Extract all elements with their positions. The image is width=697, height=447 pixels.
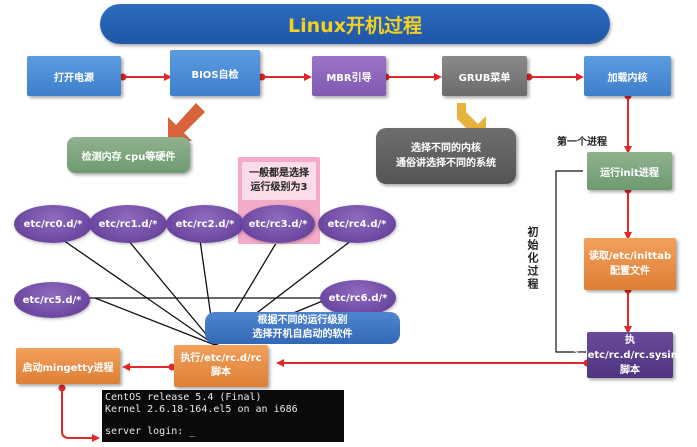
step-rc-sysinit: 执行/etc/rc.d/rc.sysinit脚本 xyxy=(574,332,686,378)
usual-runlevel-line-2: 运行级别为3 xyxy=(250,182,308,193)
usual-runlevel-note: 一般都是选择运行级别为3 xyxy=(242,162,316,200)
step-connectors xyxy=(61,73,632,442)
runlevel-desc-line-2: 选择开机自启动的软件 xyxy=(252,329,353,340)
runlevel-bubble-rc4: etc/rc4.d/* xyxy=(318,205,396,243)
runlevel-bubble-rc5: etc/rc5.d/* xyxy=(14,282,90,318)
init-process-bracket xyxy=(555,170,587,353)
runlevel-bubble-rc1: etc/rc1.d/* xyxy=(89,205,167,243)
runlevel-bubble-rc0: etc/rc0.d/* xyxy=(14,205,92,243)
bios-detail-note: 检测内存 cpu等硬件 xyxy=(67,137,190,173)
terminal-login-prompt: server login: _ xyxy=(105,426,196,437)
step-power-on: 打开电源 xyxy=(27,56,121,96)
step-kernel: 加载内核 xyxy=(584,56,671,96)
login-terminal: CentOS release 5.4 (Final) Kernel 2.6.18… xyxy=(102,390,344,442)
runlevel-bubble-rc3: etc/rc3.d/* xyxy=(241,205,315,243)
terminal-line-2: Kernel 2.6.18-164.el5 on an i686 xyxy=(105,404,298,415)
init-process-label: 初始化过程 xyxy=(526,226,539,291)
grub-detail-note: 选择不同的内核 通俗讲选择不同的系统 xyxy=(376,128,516,184)
arrow-mingetty-to-terminal xyxy=(61,388,100,442)
runlevel-description: 根据不同的运行级别 选择开机自启动的软件 xyxy=(205,312,400,344)
bios-detail-arrow xyxy=(168,103,205,141)
step-grub: GRUB菜单 xyxy=(442,56,527,96)
step-mingetty: 启动mingetty进程 xyxy=(16,348,120,384)
runlevel-bubble-rc2: etc/rc2.d/* xyxy=(166,205,244,243)
step-mbr: MBR引导 xyxy=(312,56,386,96)
grub-detail-line-1: 选择不同的内核 xyxy=(411,143,481,154)
runlevel-bubble-rc6: etc/rc6.d/* xyxy=(320,280,396,316)
usual-runlevel-line-1: 一般都是选择 xyxy=(249,168,309,179)
first-process-label: 第一个进程 xyxy=(557,137,607,148)
step-rc-script: 执行/etc/rc.d/rc脚本 xyxy=(174,345,268,387)
diagram-title: Linux开机过程 xyxy=(100,4,610,44)
step-inittab: 读取/etc/inittab配置文件 xyxy=(584,238,676,290)
terminal-line-1: CentOS release 5.4 (Final) xyxy=(105,392,262,403)
step-bios: BIOS自检 xyxy=(170,50,260,96)
runlevel-desc-line-1: 根据不同的运行级别 xyxy=(257,315,348,326)
step-init: 运行init进程 xyxy=(587,152,672,190)
grub-detail-line-2: 通俗讲选择不同的系统 xyxy=(396,158,496,169)
